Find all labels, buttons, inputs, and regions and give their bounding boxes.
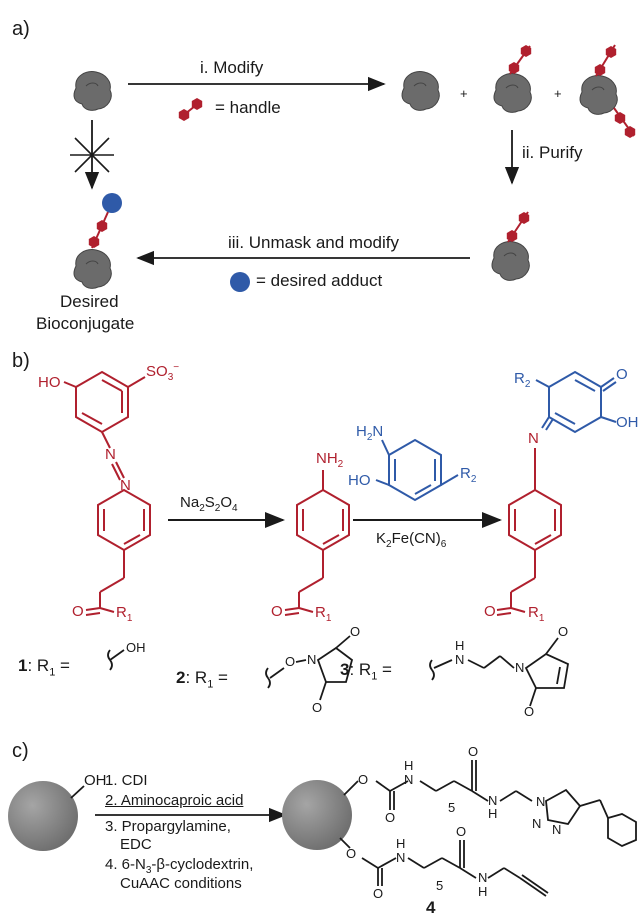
handle-legend-label: = handle (215, 98, 281, 117)
resin-hydroxyl-label: OH (84, 772, 107, 789)
compound-1-oh: OH (126, 640, 146, 655)
protein-double-handle-icon (579, 44, 636, 138)
c-atom-h1: H (404, 758, 414, 773)
c-atom-o3: O (468, 744, 479, 759)
c-atom-o6: O (456, 824, 467, 839)
product-label-line1: Desired (60, 292, 119, 311)
c-atom-five1: 5 (448, 800, 456, 815)
compound-3-o-bottom: O (524, 704, 535, 719)
panel-a-label: a) (12, 18, 30, 40)
aminophenol-reagent-structure (375, 438, 459, 502)
compound-3-n: N (455, 652, 465, 667)
product-r2-label: R2 (514, 370, 531, 390)
r1-left: R1 (116, 604, 133, 624)
c-atom-n4: N (532, 816, 542, 831)
panel-a-graphics (70, 44, 636, 292)
compound-2-n: N (307, 652, 317, 667)
compound-2-o-bottom: O (312, 700, 323, 715)
reagent-hydroxyl-label: HO (348, 472, 371, 489)
carbonyl-o-right: O (484, 603, 496, 620)
c-atom-o5: O (373, 886, 384, 901)
azo-n-bottom: N (120, 477, 131, 494)
protein-unmodified-icon (401, 71, 440, 111)
carbonyl-o-middle: O (271, 603, 283, 620)
protein-single-handle-icon (493, 45, 532, 113)
compound-2-label: 2: R1 = (176, 668, 228, 691)
c-atom-o4: O (346, 846, 357, 861)
azo-compound-structure (63, 370, 151, 616)
compound-3-label: 3: R1 = (340, 660, 392, 683)
panel-c-graphics (8, 760, 637, 897)
plus-sign-1: + (460, 86, 468, 101)
c-atom-n2: N (488, 793, 498, 808)
aniline-structure (284, 470, 350, 616)
compound-2-o-top: O (350, 624, 361, 639)
c-atom-h2: H (488, 806, 498, 821)
resin-bead-start-icon (8, 781, 78, 851)
c-atom-h4: H (478, 884, 488, 899)
c-atom-n5: N (552, 822, 562, 837)
product-quinone-ring (535, 370, 617, 434)
product-aryl-structure (496, 448, 562, 616)
plus-sign-2: + (554, 86, 562, 101)
step3-label: iii. Unmask and modify (228, 233, 400, 252)
step1-label: i. Modify (200, 58, 264, 77)
c-atom-n7: N (478, 870, 488, 885)
c-atom-n6: N (396, 850, 406, 865)
c-atom-o2: O (385, 810, 396, 825)
panel-b-graphics (63, 370, 617, 616)
r1-right: R1 (528, 604, 545, 624)
step-c1: 1. CDI (105, 772, 148, 789)
compound-4-structure (339, 760, 637, 897)
product-hydroxyl-label: OH (616, 414, 639, 431)
step-c4: 4. 6-N3-β-cyclodextrin, (105, 856, 254, 876)
compound-4-number: 4 (426, 898, 436, 917)
oxidant-label: K2Fe(CN)6 (376, 530, 447, 550)
compound-1-structure (107, 649, 125, 671)
c-atom-o1: O (358, 772, 369, 787)
r1-substituents (107, 635, 570, 707)
handle-legend-icon (178, 98, 203, 121)
panel-c-label: c) (12, 740, 29, 762)
compound-1-label: 1: R1 = (18, 656, 70, 679)
step-c3: 3. Propargylamine, (105, 818, 231, 835)
c-atom-n3: N (536, 794, 546, 809)
product-imine-n: N (528, 430, 539, 447)
product-label-line2: Bioconjugate (36, 314, 135, 333)
step-c2: 2. Aminocaproic acid (105, 792, 244, 809)
c-atom-h3: H (396, 836, 406, 851)
step-c3b: EDC (120, 836, 152, 853)
azo-n-top: N (105, 446, 116, 463)
resin-bead-product-icon (282, 780, 352, 850)
reductant-label: Na2S2O4 (180, 494, 238, 514)
compound-3-structure (429, 637, 570, 707)
c-atom-five2: 5 (436, 878, 444, 893)
adduct-legend-icon (230, 272, 250, 292)
compound-2-structure (265, 635, 354, 701)
compound-2-o: O (285, 654, 296, 669)
panel-b-label: b) (12, 350, 30, 372)
protein-purified-icon (491, 211, 530, 281)
desired-bioconjugate-icon (73, 193, 122, 289)
protein-start-icon (73, 71, 112, 111)
step-c4b: CuAAC conditions (120, 875, 242, 892)
hydroxyl-label-left: HO (38, 374, 61, 391)
carbonyl-o-left: O (72, 603, 84, 620)
sulfonate-label: SO3− (146, 362, 180, 383)
reagent-amine-label: H2N (356, 423, 384, 443)
product-ketone-o: O (616, 366, 628, 383)
step2-label: ii. Purify (522, 143, 583, 162)
amine-label: NH2 (316, 450, 344, 470)
c-atom-n1: N (404, 772, 414, 787)
compound-3-h: H (455, 638, 465, 653)
adduct-legend-label: = desired adduct (256, 271, 383, 290)
compound-3-o-top: O (558, 624, 569, 639)
blocked-route-x-icon (70, 137, 114, 173)
r1-middle: R1 (315, 604, 332, 624)
compound-3-n2: N (515, 660, 525, 675)
reagent-r2-label: R2 (460, 465, 477, 485)
